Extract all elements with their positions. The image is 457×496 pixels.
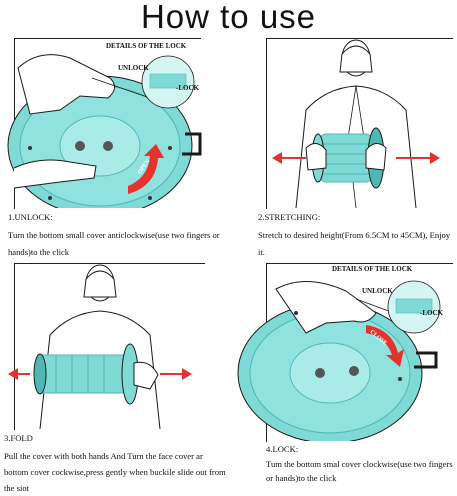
- step-stretching: 2.STRETCHING: Stretch to desired height(…: [258, 212, 453, 261]
- step-text: Stretch to desired height(From 6.5CM to …: [258, 230, 451, 257]
- page-title: How to use: [140, 0, 317, 35]
- step-fold: 3.FOLD Pull the cover with both hands An…: [4, 433, 226, 496]
- lock-illustration: [237, 280, 441, 441]
- panel-lock: DETAILS OF THE LOCK UNLOCK -LOCK CLOSE: [236, 263, 457, 442]
- step-text: Pull the cover with both hands And Turn …: [4, 451, 226, 493]
- panel-fold: [0, 263, 228, 430]
- step-unlock: 1.UNLOCK: Turn the bottom small cover an…: [8, 212, 228, 261]
- step-heading: 4.LOCK:: [266, 444, 299, 454]
- stretching-illustration: [272, 39, 440, 208]
- step-text: Tum the bottom smal cover clockwise(use …: [266, 459, 453, 483]
- lock-label: -LOCK: [176, 84, 199, 92]
- panel-frame: [266, 38, 453, 209]
- step-lock: 4.LOCK: Tum the bottom smal cover clockw…: [266, 444, 456, 485]
- panel-unlock: DETAILS OF THE LOCK UNLOCK -LOCK OPEN: [0, 38, 228, 209]
- step-heading: 3.FOLD: [4, 433, 33, 443]
- unlock-illustration: [7, 54, 202, 208]
- step-heading: 2.STRETCHING:: [258, 212, 321, 222]
- detail-title: DETAILS OF THE LOCK: [106, 42, 187, 50]
- fold-illustration: [8, 264, 192, 429]
- panel-frame: [14, 263, 205, 430]
- panel-stretching: [236, 38, 457, 209]
- unlock-label: UNLOCK: [118, 64, 149, 72]
- detail-title: DETAILS OF THE LOCK: [332, 265, 413, 273]
- lock-label: -LOCK: [420, 309, 443, 317]
- step-text: Turn the bottom small cover anticlockwis…: [8, 230, 220, 257]
- step-heading: 1.UNLOCK:: [8, 212, 53, 222]
- unlock-label: UNLOCK: [362, 287, 393, 295]
